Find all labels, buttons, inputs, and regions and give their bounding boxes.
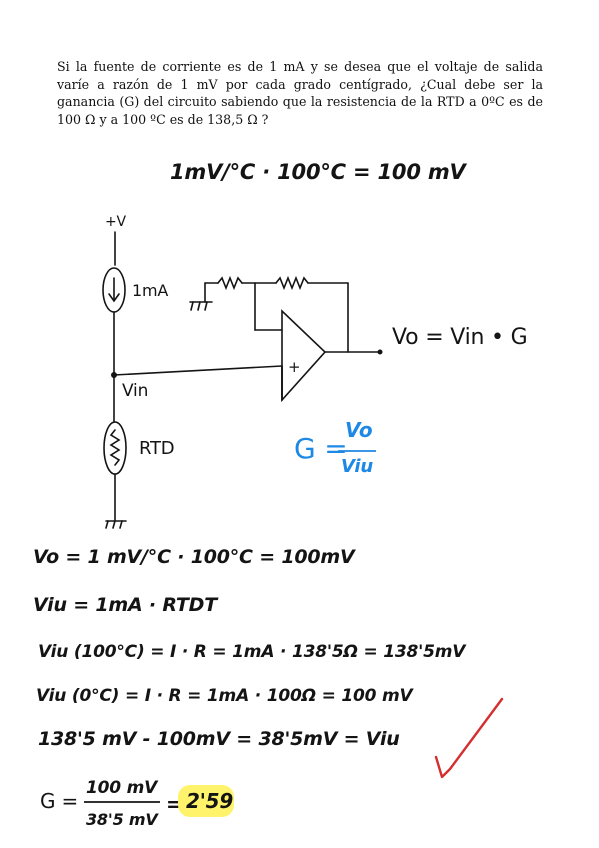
result-highlight [178, 785, 234, 817]
node-to-plus-wire [113, 365, 283, 376]
gain-formula-lhs: G = [294, 432, 348, 465]
question-text: Si la fuente de corriente es de 1 mA y s… [57, 59, 543, 127]
vin-node-dot [111, 372, 117, 378]
check-mark-icon [434, 697, 504, 779]
gain-formula-denominator: Viu [341, 456, 373, 477]
step-5: 138'5 mV - 100mV = 38'5mV = Viu [38, 728, 400, 750]
source-label: 1mA [132, 281, 169, 300]
rtd-zigzag [109, 429, 121, 466]
step-1: Vo = 1 mV/°C · 100°C = 100mV [33, 546, 355, 568]
final-numerator: 100 mV [86, 778, 158, 798]
output-label: Vo = Vin • G [392, 325, 528, 350]
ground-resistor [217, 275, 243, 291]
step-4: Viu (0°C) = I · R = 1mA · 100Ω = 100 mV [36, 686, 413, 706]
final-result: 2'59 [186, 789, 234, 813]
step-3: Viu (100°C) = I · R = 1mA · 138'5Ω = 138… [38, 642, 466, 662]
output-node-dot [377, 349, 383, 355]
step-2: Viu = 1mA · RTDT [33, 594, 217, 616]
heading-equation: 1mV/°C · 100°C = 100 mV [170, 160, 466, 184]
rtd-label: RTD [139, 438, 175, 459]
node-label: Vin [122, 381, 149, 401]
supply-label: +V [105, 214, 126, 230]
feedback-resistor [275, 275, 309, 291]
gain-formula-numerator: Vo [345, 418, 373, 442]
final-denominator: 38'5 mV [86, 810, 158, 829]
op-amp-symbol [281, 309, 327, 403]
plus-sign: + [288, 358, 301, 376]
current-source-arrowhead [108, 293, 120, 303]
final-lhs: G = [40, 789, 79, 813]
